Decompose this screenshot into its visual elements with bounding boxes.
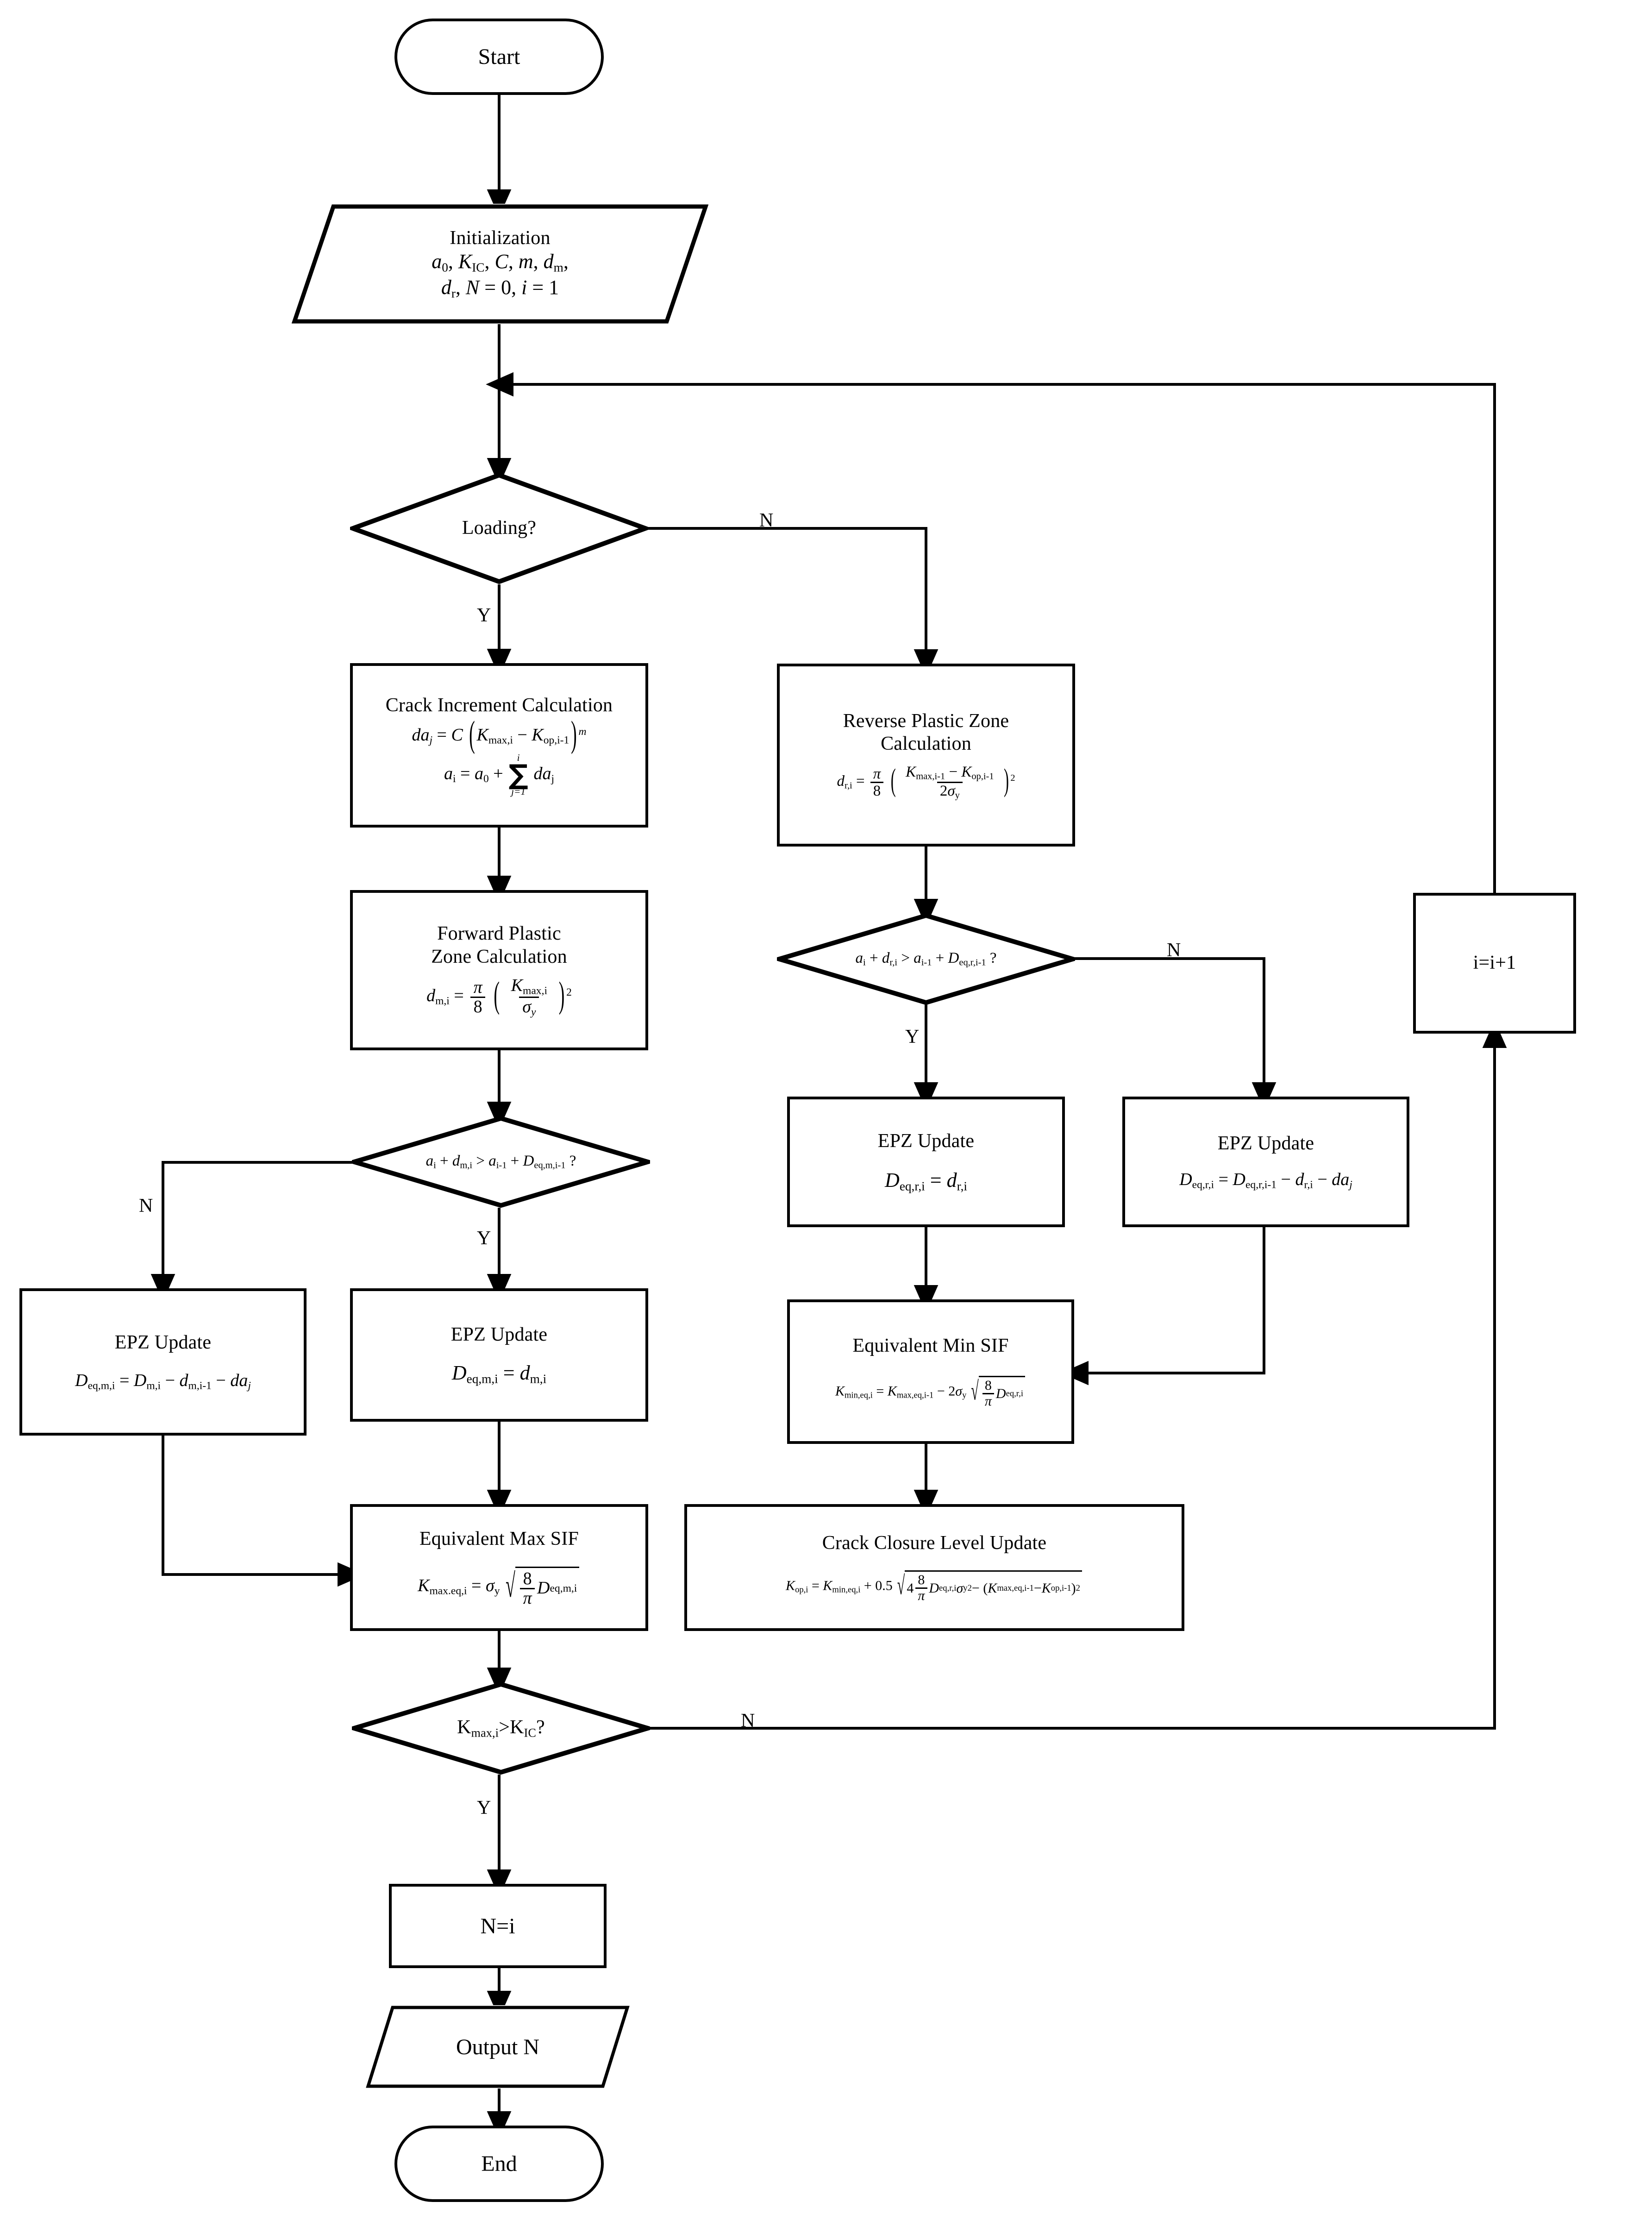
forward-plastic-title-1: Forward Plastic: [437, 923, 561, 945]
node-crack-increment[interactable]: Crack Increment Calculation daj = C (Kma…: [350, 663, 648, 828]
edge-label-reverse-no: N: [1167, 940, 1181, 961]
node-decision-reverse[interactable]: ai + dr,i > ai-1 + Deq,r,i-1 ?: [777, 913, 1075, 1005]
loading-decision-label: Loading?: [462, 517, 537, 539]
crack-increment-eq-1: daj = C (Kmax,i − Kop,i-1)m: [412, 714, 587, 755]
decision-kic-label: Kmax,i>KIC?: [457, 1716, 545, 1740]
edge-label-kic-no: N: [741, 1710, 755, 1731]
edge-label-kic-yes: Y: [477, 1797, 491, 1819]
initialization-shape: [292, 204, 708, 324]
crack-increment-title: Crack Increment Calculation: [385, 695, 613, 716]
epz-update-rev-no-eq: Deq,r,i = Deq,r,i-1 − dr,i − daj: [1179, 1169, 1352, 1191]
output-n-shape: [366, 2006, 630, 2088]
loading-diamond-shape: [350, 472, 648, 584]
edge-label-loading-no: N: [759, 510, 774, 531]
forward-plastic-title-2: Zone Calculation: [431, 946, 567, 967]
node-start[interactable]: Start: [394, 19, 604, 95]
decision-reverse-label: ai + dr,i > ai-1 + Deq,r,i-1 ?: [855, 950, 997, 968]
edge-label-forward-no: N: [139, 1195, 153, 1217]
node-increment-i[interactable]: i=i+1: [1413, 893, 1576, 1034]
initialization-params-1: a0, KIC, C, m, dm,: [432, 250, 569, 275]
node-loading-decision[interactable]: Loading?: [350, 472, 648, 584]
epz-update-left-eq: Deq,m,i = Dm,i − dm,i-1 − daj: [75, 1370, 251, 1392]
epz-update-left-title: EPZ Update: [114, 1332, 212, 1354]
node-epz-update-reverse-no[interactable]: EPZ Update Deq,r,i = Deq,r,i-1 − dr,i − …: [1122, 1097, 1409, 1227]
node-decision-forward[interactable]: ai + dm,i > ai-1 + Deq,m,i-1 ?: [352, 1116, 650, 1208]
node-epz-update-left[interactable]: EPZ Update Deq,m,i = Dm,i − dm,i-1 − daj: [19, 1288, 307, 1436]
node-epz-update-reverse-yes[interactable]: EPZ Update Deq,r,i = dr,i: [787, 1097, 1065, 1227]
edge-label-reverse-yes: Y: [905, 1026, 920, 1048]
reverse-plastic-title-2: Calculation: [881, 733, 971, 755]
epz-update-center-eq: Deq,m,i = dm,i: [451, 1361, 547, 1386]
decision-kic-shape: [352, 1682, 650, 1775]
epz-update-rev-yes-title: EPZ Update: [877, 1130, 975, 1152]
node-output-n[interactable]: Output N: [366, 2005, 630, 2089]
crack-increment-eq-2: ai = a0 + i∑j=1 daj: [444, 752, 555, 797]
edge-label-loading-yes: Y: [477, 605, 491, 626]
node-epz-update-center[interactable]: EPZ Update Deq,m,i = dm,i: [350, 1288, 648, 1422]
reverse-plastic-title-1: Reverse Plastic Zone: [843, 710, 1009, 732]
node-decision-kic[interactable]: Kmax,i>KIC?: [352, 1682, 650, 1775]
node-forward-plastic-zone[interactable]: Forward Plastic Zone Calculation dm,i = …: [350, 890, 648, 1050]
increment-i-label: i=i+1: [1473, 952, 1516, 974]
equivalent-min-sif-title: Equivalent Min SIF: [852, 1335, 1009, 1356]
edge-label-forward-yes: Y: [477, 1228, 491, 1249]
initialization-params-2: dr, N = 0, i = 1: [441, 276, 559, 301]
node-crack-closure-update[interactable]: Crack Closure Level Update Kop,i = Kmin,…: [684, 1504, 1184, 1631]
assign-n-label: N=i: [480, 1913, 515, 1938]
output-n-label: Output N: [456, 2034, 539, 2059]
node-end[interactable]: End: [394, 2126, 604, 2202]
decision-reverse-shape: [777, 913, 1075, 1005]
node-equivalent-min-sif[interactable]: Equivalent Min SIF Kmin,eq,i = Kmax,eq,i…: [787, 1299, 1074, 1444]
epz-update-center-title: EPZ Update: [451, 1323, 548, 1345]
epz-update-rev-yes-eq: Deq,r,i = dr,i: [885, 1169, 967, 1193]
node-reverse-plastic-zone[interactable]: Reverse Plastic Zone Calculation dr,i = …: [777, 664, 1075, 847]
epz-update-rev-no-title: EPZ Update: [1217, 1133, 1314, 1154]
decision-forward-label: ai + dm,i > ai-1 + Deq,m,i-1 ?: [426, 1153, 576, 1171]
crack-closure-title: Crack Closure Level Update: [822, 1532, 1047, 1554]
equivalent-max-sif-title: Equivalent Max SIF: [419, 1528, 579, 1550]
decision-forward-shape: [352, 1116, 650, 1208]
node-start-label: Start: [478, 44, 520, 69]
initialization-title: Initialization: [450, 227, 551, 249]
node-initialization[interactable]: Initialization a0, KIC, C, m, dm, dr, N …: [292, 204, 708, 324]
node-assign-n[interactable]: N=i: [389, 1884, 607, 1968]
node-end-label: End: [481, 2151, 517, 2176]
